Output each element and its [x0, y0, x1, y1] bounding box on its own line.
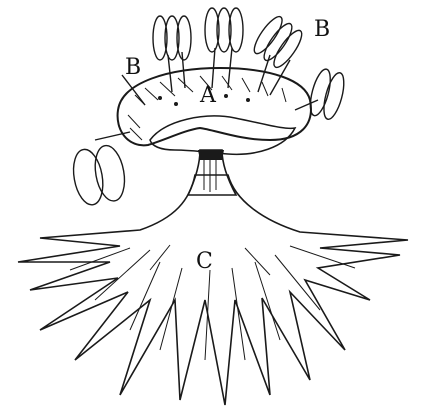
label-b-right: B [314, 17, 330, 42]
label-b-left: B [125, 55, 141, 80]
label-c: C [196, 249, 213, 274]
label-a: A [199, 83, 217, 108]
